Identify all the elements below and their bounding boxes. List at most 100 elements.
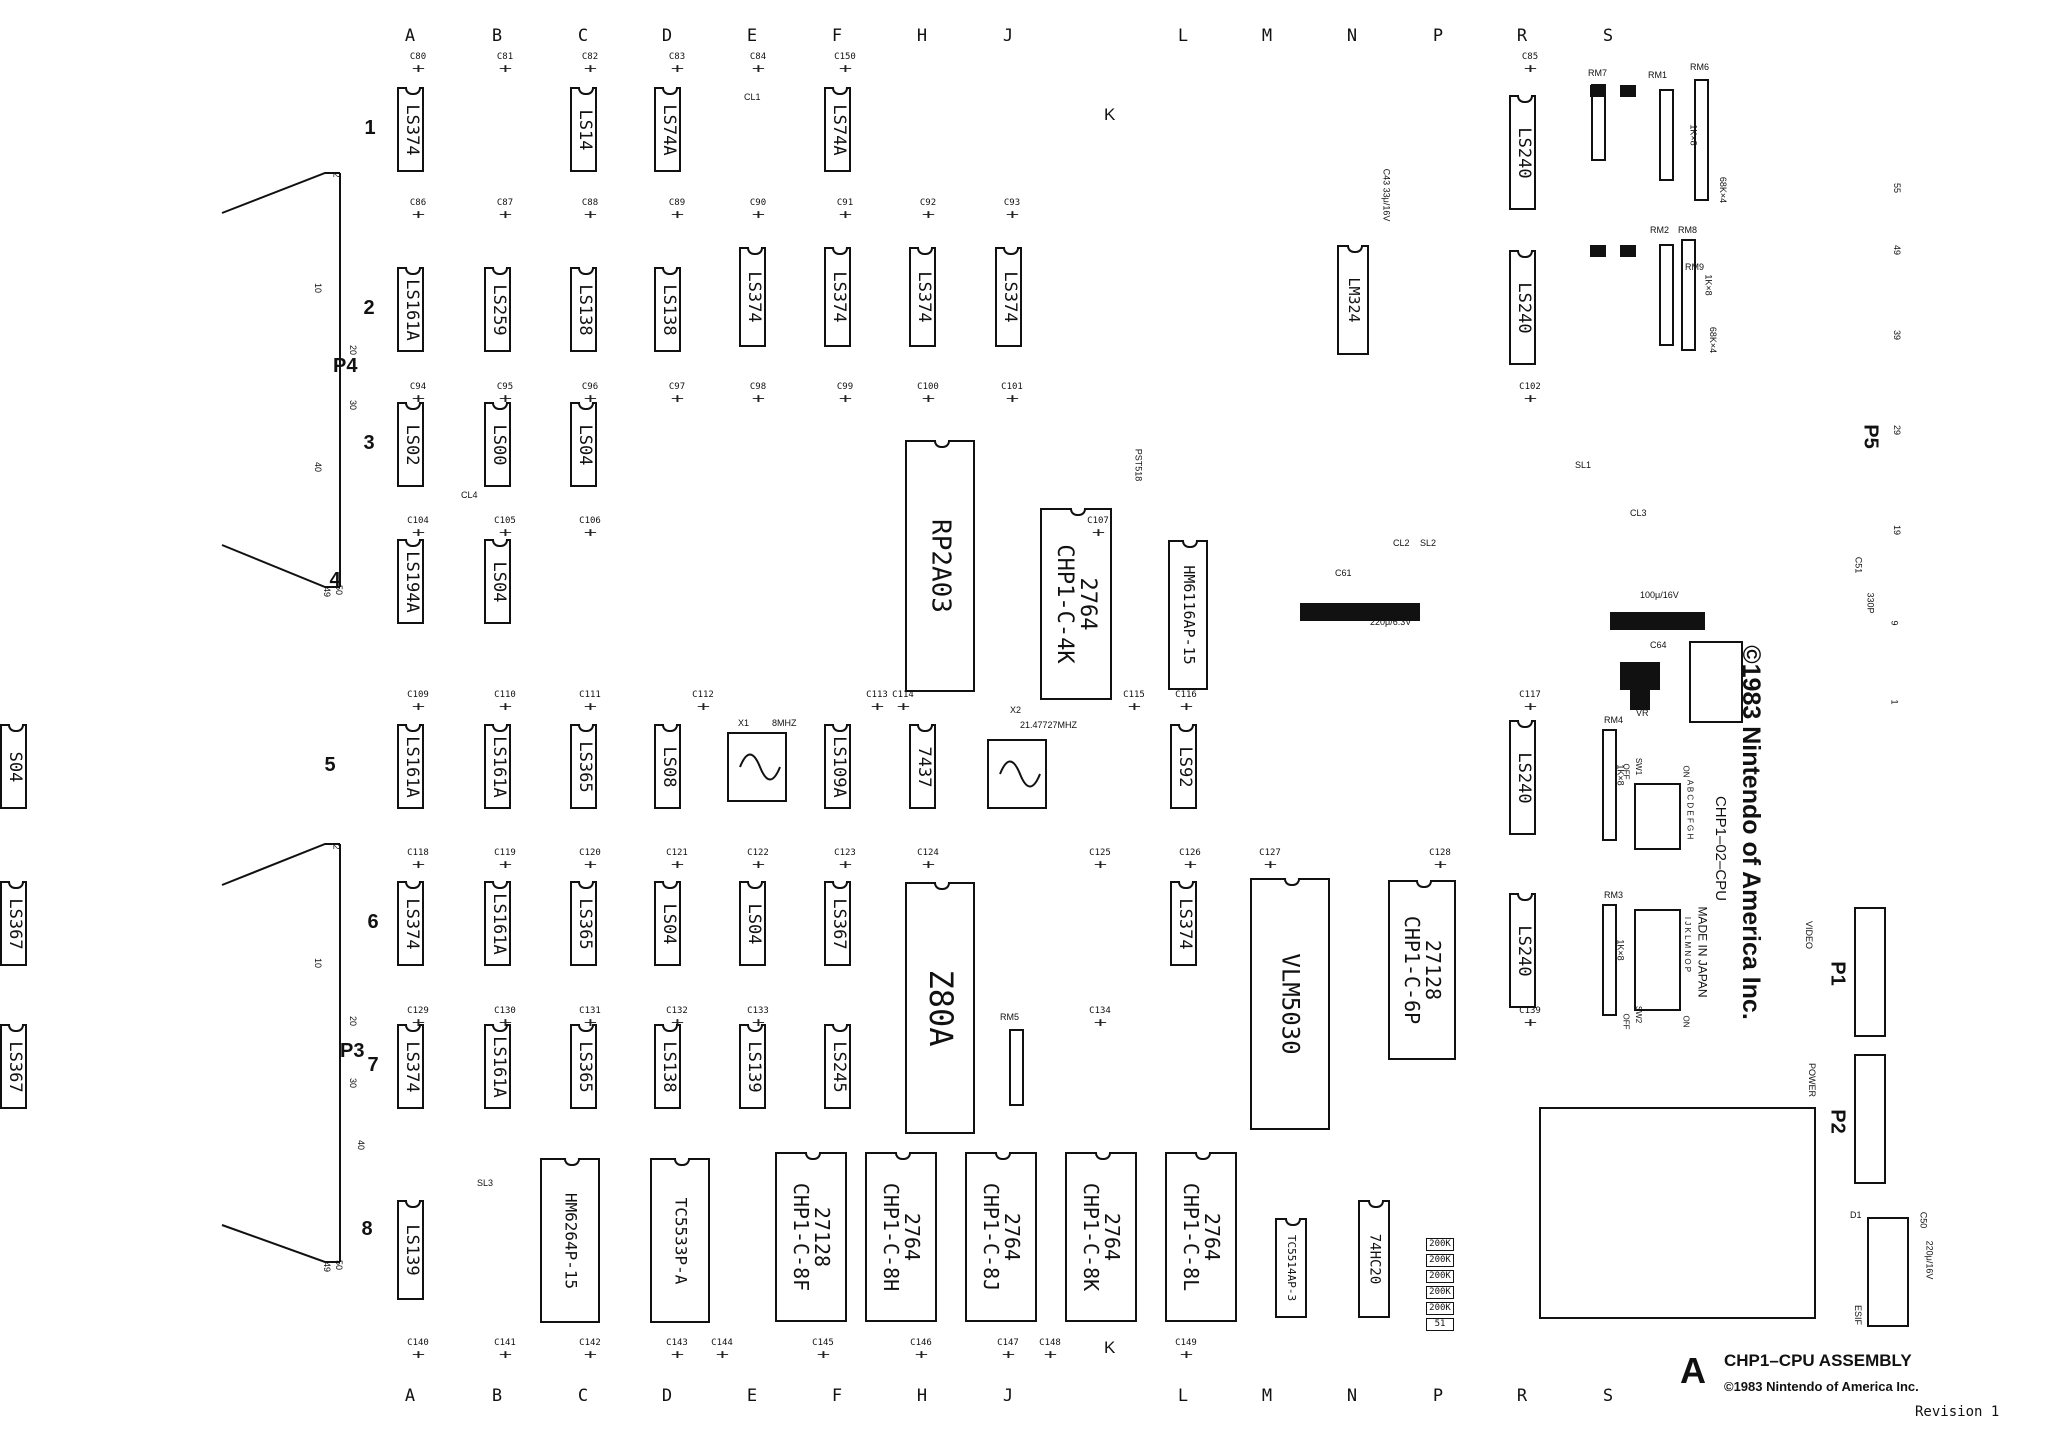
cap-c127: C127⊣⊢ (1250, 848, 1290, 871)
chip-label: LS74A (828, 103, 849, 156)
p3-pin-49: 49 (322, 1261, 333, 1273)
cap-c125: C125⊣⊢ (1080, 848, 1120, 871)
rm3-label: RM3 (1604, 890, 1624, 900)
cap-symbol: ⊣⊢ (671, 208, 683, 221)
chip-label: 2764 CHP1-C-4K (1052, 544, 1101, 664)
cap-label: C134 (1089, 1006, 1111, 1016)
p5-pin-9: 9 (1889, 620, 1900, 626)
cap-symbol: ⊣⊢ (1524, 700, 1536, 713)
chip-notch (7, 1024, 24, 1032)
chip-8m: TC5514AP-3 (1275, 1218, 1307, 1318)
cap-c132: C132⊣⊢ (657, 1006, 697, 1029)
cap-c109: C109⊣⊢ (398, 690, 438, 713)
chip-6d: LS04 (654, 881, 681, 966)
cap-c117: C117⊣⊢ (1510, 690, 1550, 713)
chip-6r: LS240 (1509, 893, 1536, 1008)
col-header-top-n: N (1346, 26, 1358, 46)
cap-c94: C94⊣⊢ (398, 382, 438, 405)
chip-notch (404, 881, 421, 889)
cap-label: C116 (1175, 690, 1197, 700)
cap-symbol: ⊣⊢ (584, 62, 596, 75)
cap-c123: C123⊣⊢ (825, 848, 865, 871)
cap-symbol: ⊣⊢ (499, 208, 511, 221)
chip-notch (1368, 1200, 1384, 1208)
cl3-label: CL3 (1630, 508, 1647, 518)
cap-label: C100 (917, 382, 939, 392)
connector-p2-label: P2 (1826, 1109, 1849, 1134)
cap-label: C97 (668, 382, 686, 392)
chip-6a: LS374 (397, 881, 424, 966)
cap-label: C120 (579, 848, 601, 858)
cap-c121: C121⊣⊢ (657, 848, 697, 871)
chip-notch (1516, 893, 1533, 901)
col-header-bottom-c: C (577, 1386, 589, 1406)
cap-symbol: ⊣⊢ (839, 62, 851, 75)
connector-p5-label: P5 (1859, 424, 1882, 449)
chip-label: LS374 (401, 897, 422, 950)
chip-4k: 2764 CHP1-C-4K (1040, 508, 1112, 700)
chip-label: LS161A (401, 735, 422, 798)
c50-value: 220μ/16V (1924, 1240, 1935, 1280)
chip-label: LS139 (401, 1224, 422, 1276)
cap-symbol: ⊣⊢ (1092, 526, 1104, 539)
rm5-body (1009, 1029, 1024, 1106)
cap-symbol: ⊣⊢ (412, 1348, 424, 1361)
cap-label: C144 (711, 1338, 733, 1348)
cap-symbol: ⊣⊢ (671, 1016, 683, 1029)
connector-p4-label: P4 (333, 355, 358, 377)
chip-notch (404, 539, 421, 547)
chip-notch (746, 1024, 763, 1032)
cap-symbol: ⊣⊢ (1180, 700, 1192, 713)
chip-2c: LS138 (570, 267, 597, 352)
chip-label: LS74A (658, 103, 679, 156)
cap-c150: C150⊣⊢ (825, 52, 865, 75)
chip-label: LS161A (488, 735, 509, 798)
rm9-label: RM9 (1685, 262, 1705, 272)
cap-label: C125 (1089, 848, 1111, 858)
p3-pin-50: 50 (334, 1259, 345, 1271)
chip-5r: LS240 (1509, 720, 1536, 835)
cap-symbol: ⊣⊢ (839, 392, 851, 405)
cap-symbol: ⊣⊢ (412, 858, 424, 871)
chip-5a: LS161A (397, 724, 424, 809)
vr-body (1620, 662, 1660, 710)
cap-symbol: ⊣⊢ (752, 208, 764, 221)
chip-label: LS365 (574, 897, 595, 950)
chip-notch (577, 724, 594, 732)
cap-c148: C148⊣⊢ (1030, 1338, 1070, 1361)
cap-c84: C84⊣⊢ (738, 52, 778, 75)
p3-pin-30: 30 (348, 1077, 359, 1089)
chip-notch (831, 881, 848, 889)
col-header-bottom-p: P (1432, 1386, 1444, 1406)
cap-label: C99 (836, 382, 854, 392)
chip-3a: LS02 (397, 402, 424, 487)
chip-notch (7, 724, 24, 732)
cap-label: C104 (407, 516, 429, 526)
chip-label: LS04 (574, 424, 595, 465)
chip-6h: Z80A (905, 882, 975, 1134)
rm3-value: 1K×8 (1615, 939, 1626, 961)
resistor-0: 200K (1426, 1238, 1454, 1251)
chip-label: LS374 (999, 271, 1020, 323)
cap-symbol: ⊣⊢ (671, 392, 683, 405)
chip-label: LS240 (1513, 924, 1534, 977)
chip-label: 27128 CHP1-C-8F (789, 1182, 834, 1292)
rm6-value: 68K×4 (1718, 176, 1729, 204)
cap-label: C139 (1519, 1006, 1541, 1016)
chip-label: LS139 (743, 1040, 764, 1093)
chip-notch (564, 1158, 580, 1166)
cap-label: C94 (409, 382, 427, 392)
cap-label: C149 (1175, 1338, 1197, 1348)
sw2-label: SW2 (1634, 1005, 1644, 1024)
cap-c143: C143⊣⊢ (657, 1338, 697, 1361)
chip-label: LS240 (1513, 751, 1534, 804)
p3-pin-2: 2 (331, 844, 342, 850)
cap-label: C91 (836, 198, 854, 208)
cap-symbol: ⊣⊢ (839, 208, 851, 221)
cap-c83: C83⊣⊢ (657, 52, 697, 75)
c61-body (1300, 603, 1420, 621)
chip-7b: LS161A (484, 1024, 511, 1109)
rm8-label: RM8 (1678, 225, 1698, 235)
c61-value: 220μ/6.3V (1370, 617, 1412, 627)
